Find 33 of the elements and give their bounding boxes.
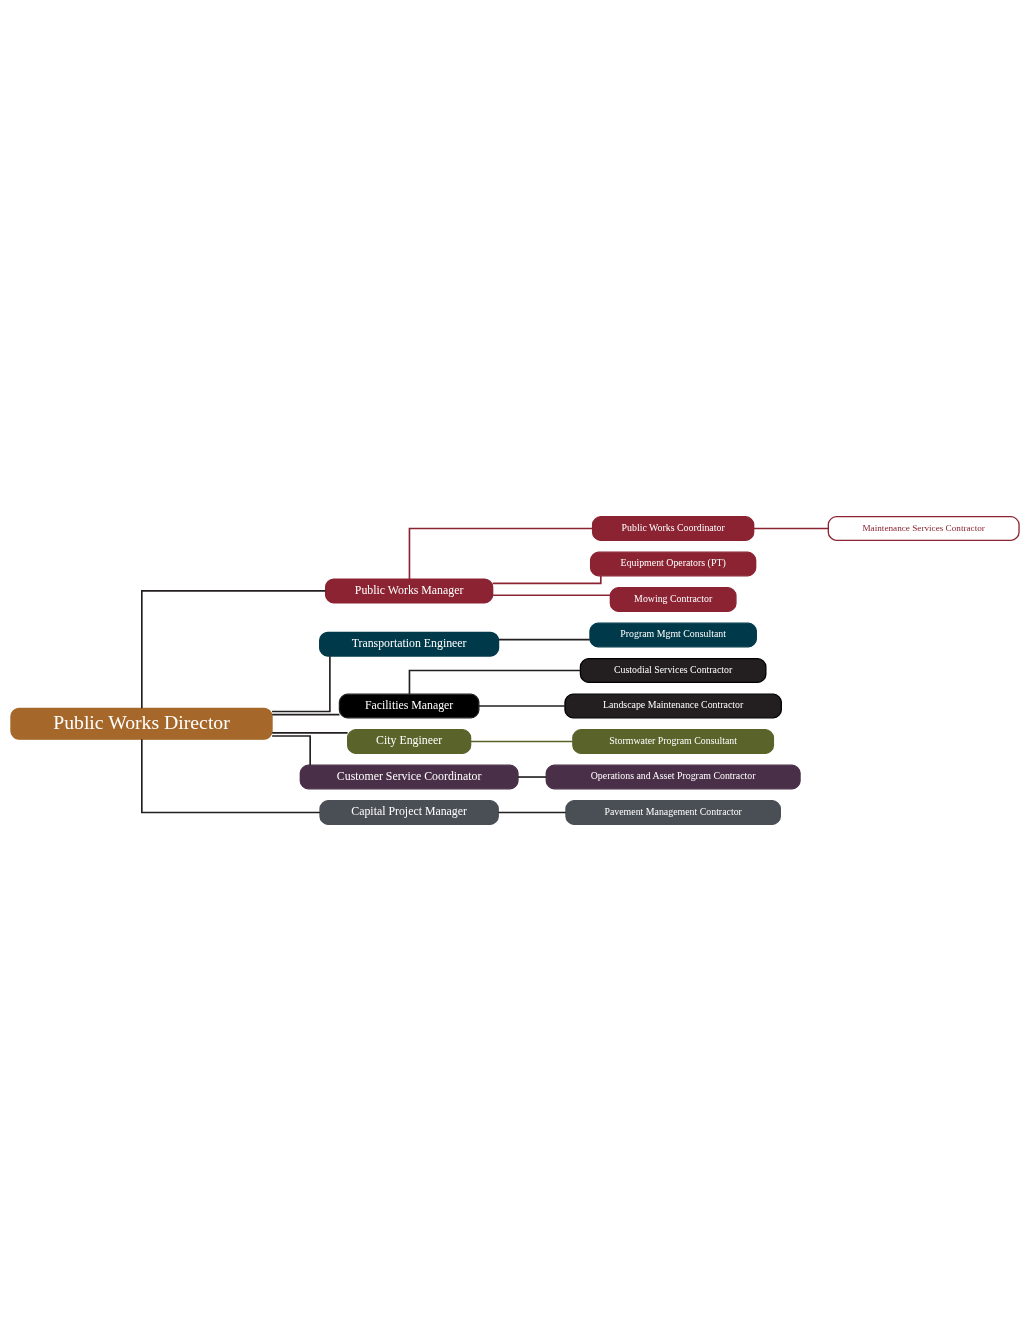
- node-box: Mowing Contractor: [609, 586, 737, 612]
- connector: [517, 775, 548, 778]
- node-box: Pavement Management Contractor: [565, 799, 781, 825]
- connector: [271, 713, 341, 715]
- connector: [141, 737, 321, 813]
- node-box: Custodial Services Contractor: [579, 657, 767, 683]
- connector: [491, 593, 612, 596]
- connector: [497, 638, 591, 640]
- connector: [478, 704, 566, 707]
- connector: [141, 589, 327, 709]
- connector: [408, 527, 594, 580]
- connector: [408, 669, 582, 695]
- node-box: Public Works Manager: [324, 577, 494, 603]
- node-box: City Engineer: [347, 728, 472, 754]
- node-box: Capital Project Manager: [319, 799, 499, 825]
- node-box: Landscape Maintenance Contractor: [564, 693, 782, 718]
- connector: [469, 740, 574, 742]
- node-box: Transportation Engineer: [319, 631, 500, 657]
- connector: [491, 574, 602, 584]
- node-box: Public Works Coordinator: [591, 515, 755, 541]
- node-box: Maintenance Services Contractor: [827, 515, 1020, 541]
- connector: [271, 654, 331, 712]
- connector: [497, 811, 567, 813]
- node-box: Stormwater Program Consultant: [572, 728, 775, 754]
- connector: [752, 527, 830, 529]
- node-box: Operations and Asset Program Contractor: [545, 764, 801, 789]
- node-box: Customer Service Coordinator: [299, 764, 519, 789]
- connector: [271, 734, 311, 766]
- node-box: Equipment Operators (PT): [589, 551, 757, 576]
- node-box: Facilities Manager: [338, 693, 480, 718]
- connector: [271, 731, 349, 734]
- node-box: Public Works Director: [10, 707, 273, 740]
- node-box: Program Mgmt Consultant: [589, 622, 757, 647]
